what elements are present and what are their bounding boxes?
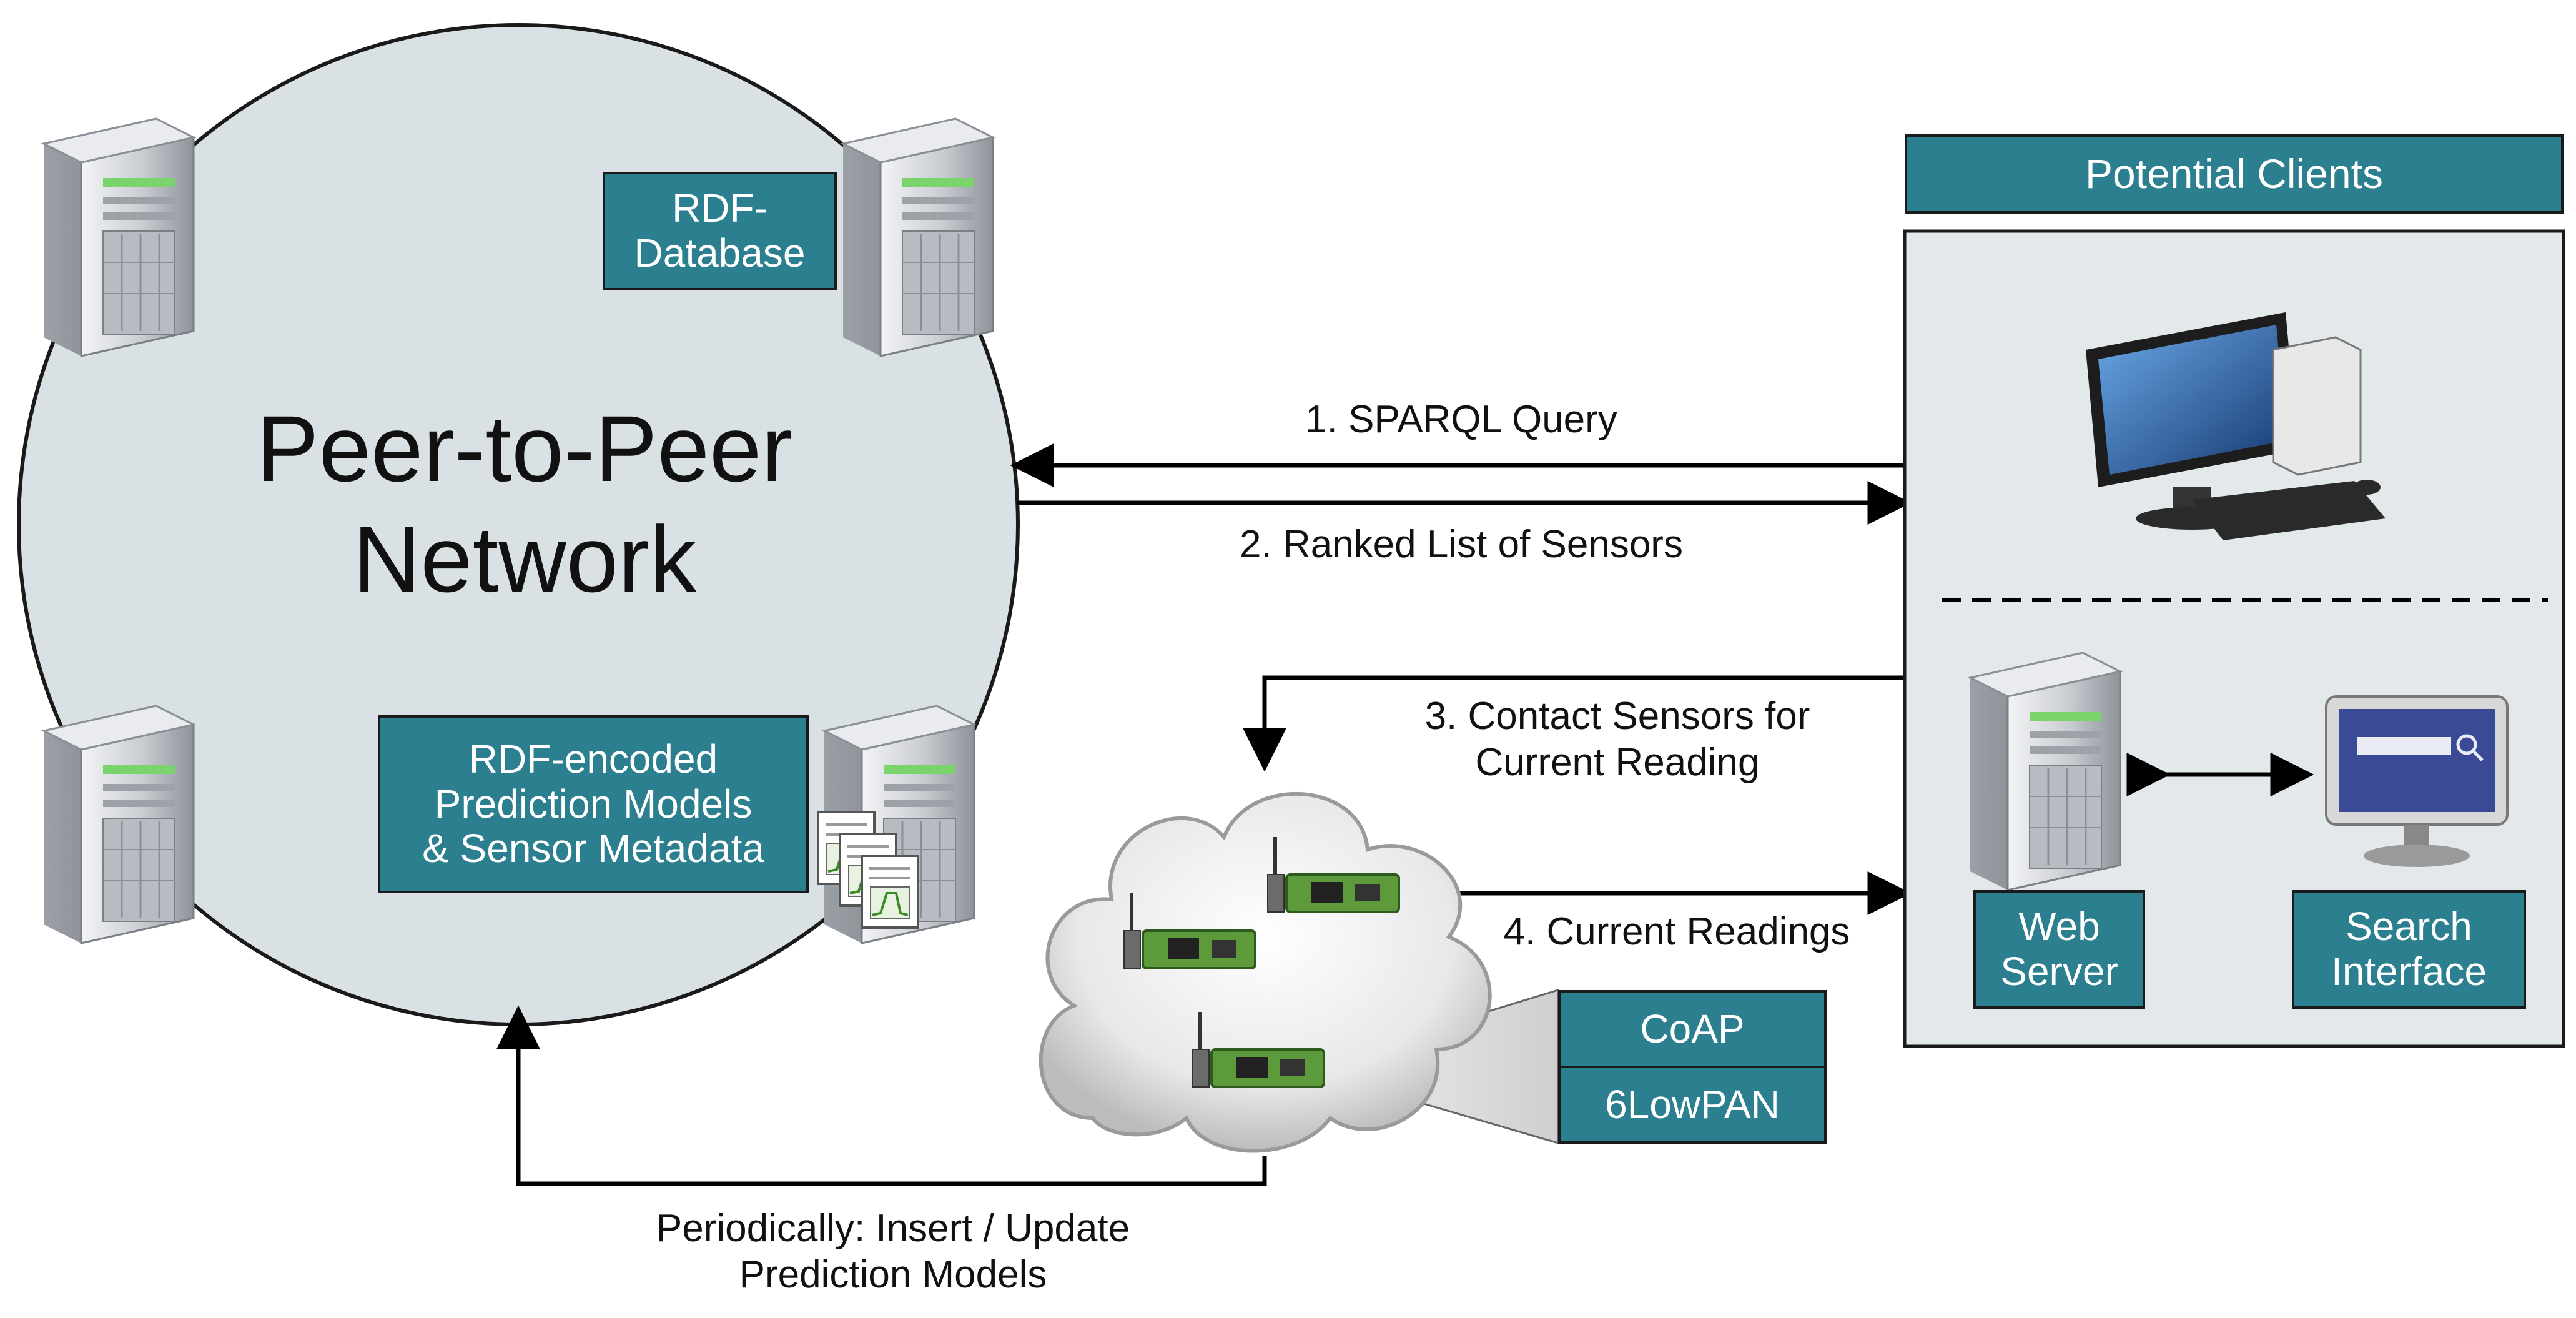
rdf-database-box: RDF- Database — [603, 172, 837, 290]
server-icon — [42, 117, 195, 357]
network-title: Peer-to-Peer Network — [212, 394, 837, 615]
web-server-line1: Web — [2018, 904, 2100, 949]
network-title-line1: Peer-to-Peer — [256, 396, 793, 501]
sparql-query-label: 1. SPARQL Query — [1305, 398, 1617, 441]
clients-header: Potential Clients — [1905, 134, 2564, 214]
contact-sensors-label: 3. Contact Sensors for Current Reading — [1343, 693, 1892, 786]
web-server-box: Web Server — [1973, 890, 2145, 1009]
prediction-models-line2: Prediction Models — [434, 781, 753, 826]
search-interface-line2: Interface — [2331, 949, 2487, 994]
prediction-models-box: RDF-encoded Prediction Models & Sensor M… — [378, 715, 809, 893]
sensor-cloud-icon — [1039, 791, 1492, 1153]
contact-sensors-line1: 3. Contact Sensors for — [1424, 695, 1810, 738]
prediction-models-line1: RDF-encoded — [468, 736, 718, 781]
prediction-models-line3: & Sensor Metadata — [422, 826, 764, 871]
periodic-update-label: Periodically: Insert / Update Prediction… — [575, 1206, 1212, 1299]
rdf-database-line1: RDF- — [672, 186, 767, 231]
periodic-update-arrow — [496, 1005, 1267, 1186]
periodic-update-line2: Prediction Models — [739, 1253, 1047, 1297]
current-readings-label: 4. Current Readings — [1503, 910, 1850, 953]
web-server-line2: Server — [2000, 949, 2118, 994]
web-server-icon — [1969, 652, 2121, 891]
lowpan-box: 6LowPAN — [1558, 1066, 1827, 1144]
clients-header-label: Potential Clients — [2085, 150, 2383, 197]
coap-label: CoAP — [1640, 1006, 1745, 1051]
contact-sensors-line2: Current Reading — [1475, 741, 1760, 785]
desktop-computer-icon — [2086, 312, 2386, 540]
contact-sensors-arrow — [1243, 675, 1905, 772]
lowpan-label: 6LowPAN — [1605, 1081, 1780, 1127]
search-monitor-icon — [2325, 695, 2509, 867]
search-interface-line1: Search — [2346, 904, 2472, 949]
chart-document-icon — [861, 855, 919, 929]
network-title-line2: Network — [352, 507, 697, 612]
periodic-update-line1: Periodically: Insert / Update — [656, 1207, 1130, 1250]
rdf-database-line2: Database — [634, 230, 806, 275]
coap-box: CoAP — [1558, 990, 1827, 1068]
server-icon — [42, 705, 195, 944]
ranked-list-label: 2. Ranked List of Sensors — [1240, 523, 1683, 566]
search-interface-box: Search Interface — [2292, 890, 2526, 1009]
server-icon — [842, 117, 994, 357]
